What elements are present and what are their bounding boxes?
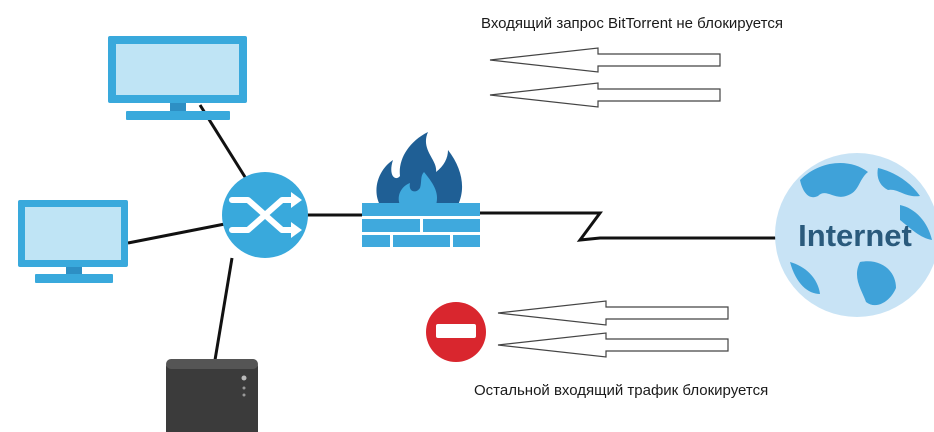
internet-globe-icon: Internet	[775, 153, 934, 317]
left-computer-icon	[18, 200, 128, 283]
connection-lines	[127, 104, 785, 379]
blocked-traffic-arrows	[497, 300, 729, 358]
allowed-arrow-1	[489, 47, 721, 73]
link-firewall-internet	[480, 211, 785, 242]
allowed-traffic-arrows	[489, 47, 721, 108]
firewall-icon	[362, 132, 480, 247]
blocked-traffic-caption: Остальной входящий трафик блокируется	[474, 382, 768, 399]
link-left-monitor	[127, 220, 236, 245]
switch-icon	[222, 172, 308, 258]
firewall-flame-icon	[376, 132, 463, 205]
link-nas	[210, 257, 234, 379]
internet-label: Internet	[798, 218, 912, 253]
nas-storage-icon	[166, 359, 258, 432]
allowed-traffic-caption: Входящий запрос BitTorrent не блокируетс…	[481, 15, 783, 32]
allowed-arrow-2	[489, 82, 721, 108]
top-computer-icon	[108, 36, 247, 120]
block-sign-icon	[426, 302, 486, 362]
blocked-arrow-2	[497, 332, 729, 358]
blocked-arrow-1	[497, 300, 729, 326]
